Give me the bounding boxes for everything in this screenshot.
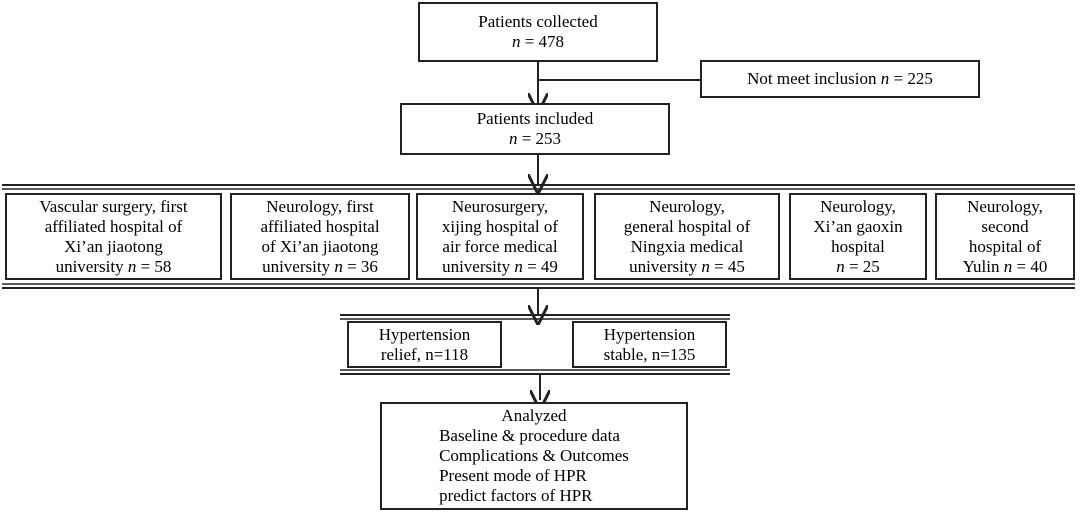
patients-collected-label: Patients collected <box>478 12 598 31</box>
patients-collected-count: n = 478 <box>511 32 565 51</box>
center-box-vascular-surgery-xjtu: Vascular surgery, first affiliated hospi… <box>5 193 222 280</box>
center-box-neurology-gaoxin: Neurology, Xi’an gaoxin hospital n = 25 <box>789 193 927 280</box>
center-box-neurology-xjtu: Neurology, first affiliated hospital of … <box>230 193 410 280</box>
analyzed-item: Baseline & procedure data <box>439 426 620 445</box>
analyzed-item: predict factors of HPR <box>439 486 593 505</box>
analyzed-items: Baseline & procedure data Complications … <box>439 426 629 506</box>
patients-collected-box: Patients collected n = 478 <box>418 2 658 62</box>
center-box-neurology-yulin: Neurology, second hospital of Yulin n = … <box>935 193 1075 280</box>
group-box-hypertension-relief: Hypertension relief, n=118 <box>347 321 502 368</box>
center-box-neurosurgery-xijing: Neurosurgery, xijing hospital of air for… <box>416 193 584 280</box>
analyzed-item: Present mode of HPR <box>439 466 587 485</box>
patients-included-count: n = 253 <box>508 129 562 148</box>
analyzed-item: Complications & Outcomes <box>439 446 629 465</box>
analyzed-title: Analyzed <box>501 406 567 425</box>
analyzed-box: Analyzed Baseline & procedure data Compl… <box>380 402 688 510</box>
patients-included-box: Patients included n = 253 <box>400 103 670 155</box>
exclusion-label: Not meet inclusion n = 225 <box>747 69 933 88</box>
center-box-neurology-ningxia: Neurology, general hospital of Ningxia m… <box>594 193 780 280</box>
patients-included-label: Patients included <box>476 109 594 128</box>
exclusion-box: Not meet inclusion n = 225 <box>700 60 980 98</box>
group-box-hypertension-stable: Hypertension stable, n=135 <box>572 321 727 368</box>
